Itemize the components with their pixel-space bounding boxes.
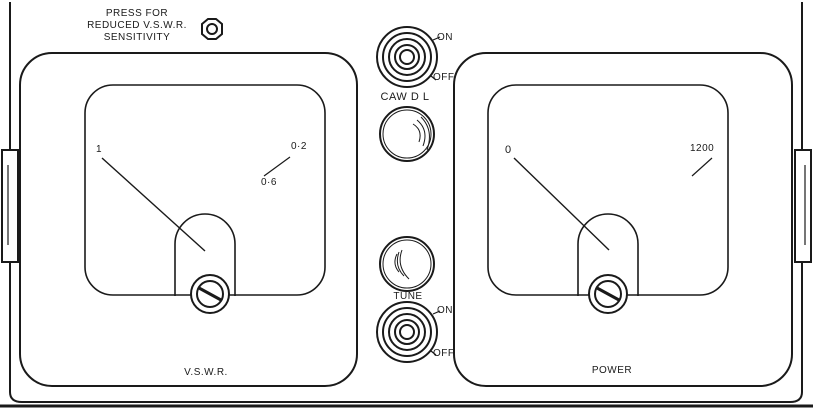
vswr-meter — [19, 52, 358, 387]
sensitivity-push-button[interactable] — [201, 18, 223, 40]
tune-lamp-label: TUNE — [393, 291, 423, 302]
vswr-scale-mark-b-label: 0·6 — [261, 177, 277, 188]
power-meter-face — [487, 84, 729, 296]
vswr-meter-label: V.S.W.R. — [184, 367, 228, 378]
power-scale-end-label: 1200 — [690, 143, 715, 154]
power-meter-bezel — [453, 52, 793, 387]
top-toggle-off-label: OFF — [433, 72, 455, 83]
vswr-scale-tick — [263, 156, 291, 177]
power-meter-label: POWER — [591, 365, 633, 376]
right-side-bracket — [794, 149, 812, 263]
left-side-bracket — [1, 149, 19, 263]
bottom-toggle-switch[interactable] — [376, 301, 441, 363]
power-scale-tick — [691, 157, 713, 177]
vswr-scale-start-label: 1 — [96, 144, 103, 155]
bottom-toggle-on-label: ON — [437, 305, 453, 316]
press-label-line-2: REDUCED V.S.W.R. — [87, 20, 187, 31]
vswr-meter-bezel — [19, 52, 358, 387]
bottom-toggle-off-label: OFF — [433, 348, 455, 359]
vswr-meter-face — [84, 84, 326, 296]
power-zero-adjust-screw[interactable] — [588, 274, 628, 314]
power-zero-adjust-window — [577, 213, 639, 296]
vswr-needle — [101, 157, 206, 252]
vswr-scale-mark-a-label: 0·2 — [291, 141, 307, 152]
caw-dl-lamp-label: CAW D L — [380, 91, 430, 103]
tune-lamp — [379, 236, 435, 292]
power-meter — [453, 52, 793, 387]
power-scale-start-label: 0 — [505, 144, 512, 156]
top-toggle-on-label: ON — [437, 32, 453, 43]
press-label-line-1: PRESS FOR — [105, 8, 169, 19]
vswr-zero-adjust-window — [174, 213, 236, 296]
power-needle — [513, 157, 610, 251]
caw-dl-lamp — [379, 106, 435, 162]
press-label-line-3: SENSITIVITY — [103, 32, 171, 43]
sensitivity-button-label: PRESS FOR REDUCED V.S.W.R. SENSITIVITY — [82, 8, 192, 44]
vswr-zero-adjust-screw[interactable] — [190, 274, 230, 314]
top-toggle-switch[interactable] — [376, 26, 441, 88]
